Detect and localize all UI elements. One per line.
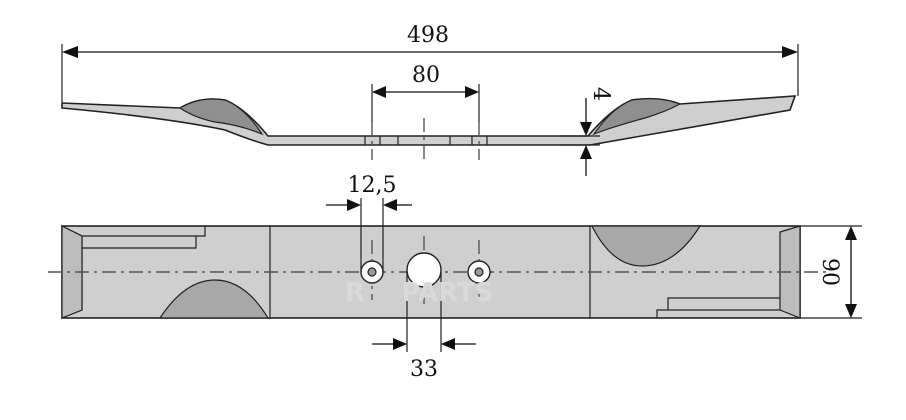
dimension-thickness-label: 4 xyxy=(588,87,613,101)
dimension-width-label: 90 xyxy=(817,258,842,286)
dimension-hole-spacing-label: 80 xyxy=(412,63,440,88)
dimension-center-hole-label: 33 xyxy=(410,357,438,382)
side-view xyxy=(61,95,797,160)
top-view xyxy=(48,225,830,319)
side-view-left-lip xyxy=(178,98,264,136)
dimension-overall-length: 498 xyxy=(61,23,799,102)
dimension-small-hole-label: 12,5 xyxy=(348,173,397,198)
top-view-left-scoop xyxy=(158,279,270,319)
dimension-hole-spacing: 80 xyxy=(371,63,480,122)
dimension-thickness: 4 xyxy=(560,87,613,176)
side-view-blade-profile xyxy=(61,95,797,146)
dimension-overall-length-label: 498 xyxy=(407,23,449,48)
dimension-width: 90 xyxy=(800,225,862,319)
dimension-small-hole: 12,5 xyxy=(326,173,412,272)
dimension-center-hole: 33 xyxy=(372,272,476,382)
top-view-center-hole xyxy=(406,252,442,288)
top-view-right-scoop xyxy=(591,225,702,267)
watermark-text: R PARTS xyxy=(345,278,493,308)
side-view-right-lip xyxy=(592,98,682,136)
top-view-left-cutting-edge xyxy=(61,225,83,319)
